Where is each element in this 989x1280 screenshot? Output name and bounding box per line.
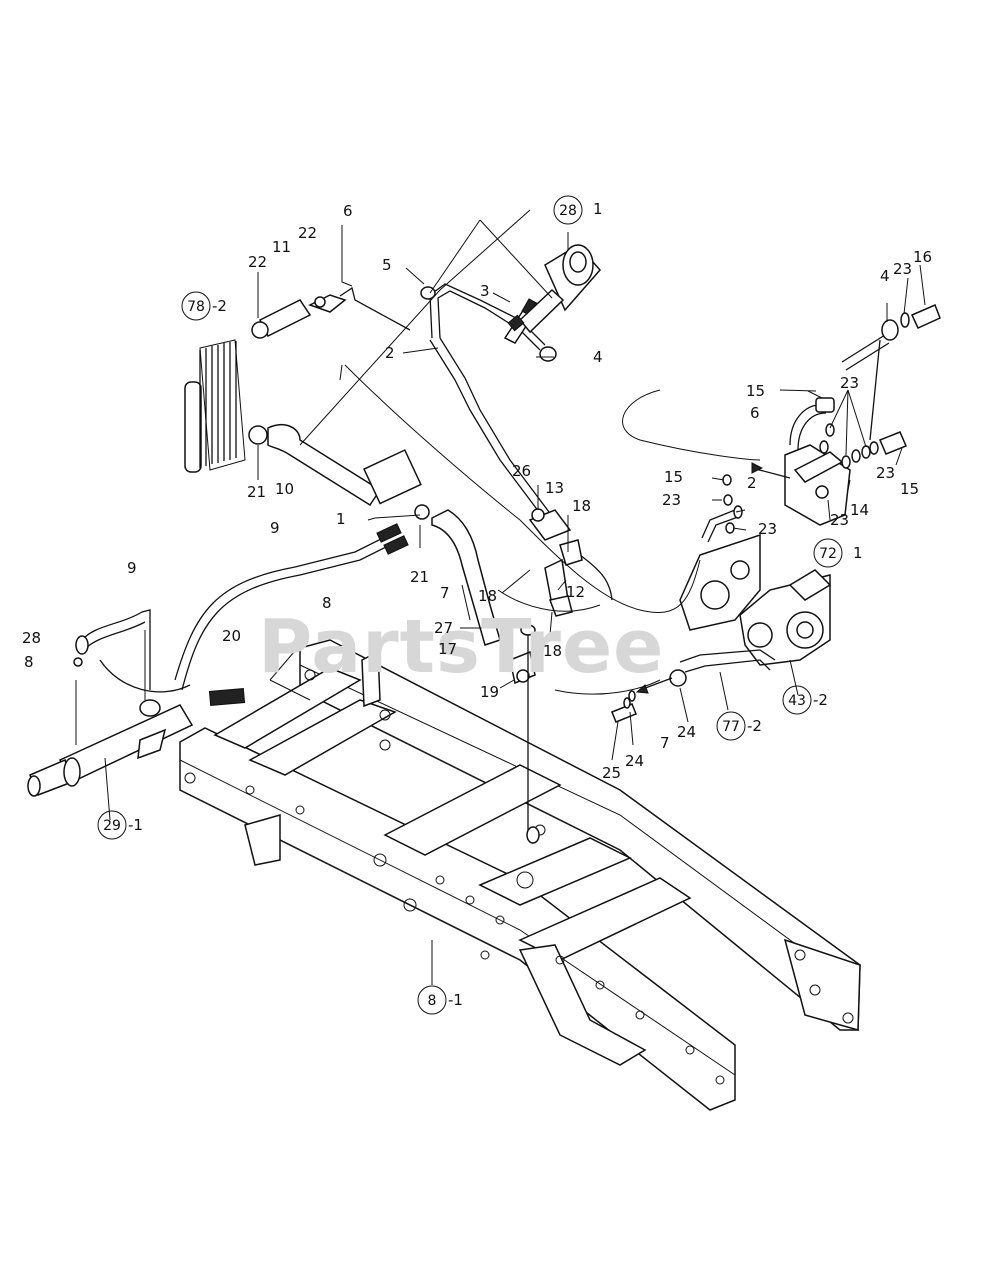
label-15-mid: 15 xyxy=(664,468,683,486)
frame-assembly xyxy=(179,639,861,1111)
callout-72: 72 1 xyxy=(813,538,863,568)
label-12: 12 xyxy=(566,583,585,601)
label-4-top: 4 xyxy=(593,348,603,366)
label-28: 28 xyxy=(22,629,41,647)
label-8-left: 8 xyxy=(24,653,34,671)
label-22-top: 22 xyxy=(298,224,317,242)
svg-text:8: 8 xyxy=(428,993,437,1009)
label-27: 27 xyxy=(434,619,453,637)
control-valve xyxy=(751,304,941,526)
label-14: 14 xyxy=(850,501,869,519)
callout-78: 78 -2 xyxy=(181,291,227,321)
svg-text:29: 29 xyxy=(103,818,121,834)
steering-cylinder xyxy=(27,699,194,797)
label-11: 11 xyxy=(272,238,291,256)
svg-text:77: 77 xyxy=(722,719,740,735)
label-15-right: 15 xyxy=(900,480,919,498)
label-8-hose: 8 xyxy=(322,594,332,612)
hoses-8-9 xyxy=(99,504,430,693)
leader-lines xyxy=(75,209,926,985)
label-20: 20 xyxy=(222,627,241,645)
svg-text:1: 1 xyxy=(853,544,863,562)
label-26: 26 xyxy=(512,462,531,480)
label-9-upper: 9 xyxy=(270,519,280,537)
svg-text:-1: -1 xyxy=(448,991,463,1009)
suction-hose xyxy=(611,649,776,723)
label-9-left: 9 xyxy=(127,559,137,577)
label-2-mid: 2 xyxy=(747,474,757,492)
label-23-right: 23 xyxy=(893,260,912,278)
label-23-mid-a: 23 xyxy=(662,491,681,509)
label-10: 10 xyxy=(275,480,294,498)
label-1: 1 xyxy=(593,200,603,218)
label-25: 25 xyxy=(602,764,621,782)
label-23-mid-b: 23 xyxy=(758,520,777,538)
label-2-top: 2 xyxy=(385,344,395,362)
callout-28: 28 xyxy=(553,195,583,225)
svg-text:-2: -2 xyxy=(747,717,762,735)
label-19: 19 xyxy=(480,683,499,701)
label-18-top: 18 xyxy=(572,497,591,515)
svg-text:28: 28 xyxy=(559,203,577,219)
label-6-right: 6 xyxy=(750,404,760,422)
oil-cooler xyxy=(184,286,422,507)
callouts: 28 78 -2 72 1 43 -2 77 -2 29 -1 xyxy=(97,195,863,1015)
label-22: 22 xyxy=(248,253,267,271)
callout-77: 77 -2 xyxy=(716,711,762,741)
label-24-low: 24 xyxy=(625,752,644,770)
label-17: 17 xyxy=(438,640,457,658)
callout-8: 8 -1 xyxy=(417,985,463,1015)
center-hoses xyxy=(344,364,761,844)
svg-text:-1: -1 xyxy=(128,816,143,834)
label-24-right: 24 xyxy=(677,723,696,741)
label-21-cooler: 21 xyxy=(247,483,266,501)
frame-holes xyxy=(184,669,854,1085)
part-labels: 1 6 22 11 22 5 3 2 4 4 23 16 15 23 6 21 … xyxy=(22,200,932,782)
label-13: 13 xyxy=(545,479,564,497)
label-23-valve-right: 23 xyxy=(876,464,895,482)
label-16: 16 xyxy=(913,248,932,266)
label-15-top: 15 xyxy=(746,382,765,400)
label-7-mid: 7 xyxy=(440,584,450,602)
svg-text:-2: -2 xyxy=(212,297,227,315)
callout-29: 29 -1 xyxy=(97,810,143,840)
callout-43: 43 -2 xyxy=(782,685,828,715)
label-18-mid: 18 xyxy=(478,587,497,605)
label-5: 5 xyxy=(382,256,392,274)
label-21-mid: 21 xyxy=(410,568,429,586)
label-7-low: 7 xyxy=(660,734,670,752)
hydraulic-pump xyxy=(679,474,832,666)
label-23-valve: 23 xyxy=(830,511,849,529)
svg-text:43: 43 xyxy=(788,693,806,709)
hose-28 xyxy=(81,609,151,690)
svg-text:72: 72 xyxy=(819,546,837,562)
label-1-bracket: 1 xyxy=(336,510,346,528)
svg-text:-2: -2 xyxy=(813,691,828,709)
label-3: 3 xyxy=(480,282,490,300)
watermark: PartsTree xyxy=(258,604,664,690)
label-4-right: 4 xyxy=(880,267,890,285)
svg-text:78: 78 xyxy=(187,299,205,315)
label-23-group: 23 xyxy=(840,374,859,392)
label-18-low: 18 xyxy=(543,642,562,660)
label-6-top: 6 xyxy=(343,202,353,220)
lift-cylinder xyxy=(507,244,601,334)
